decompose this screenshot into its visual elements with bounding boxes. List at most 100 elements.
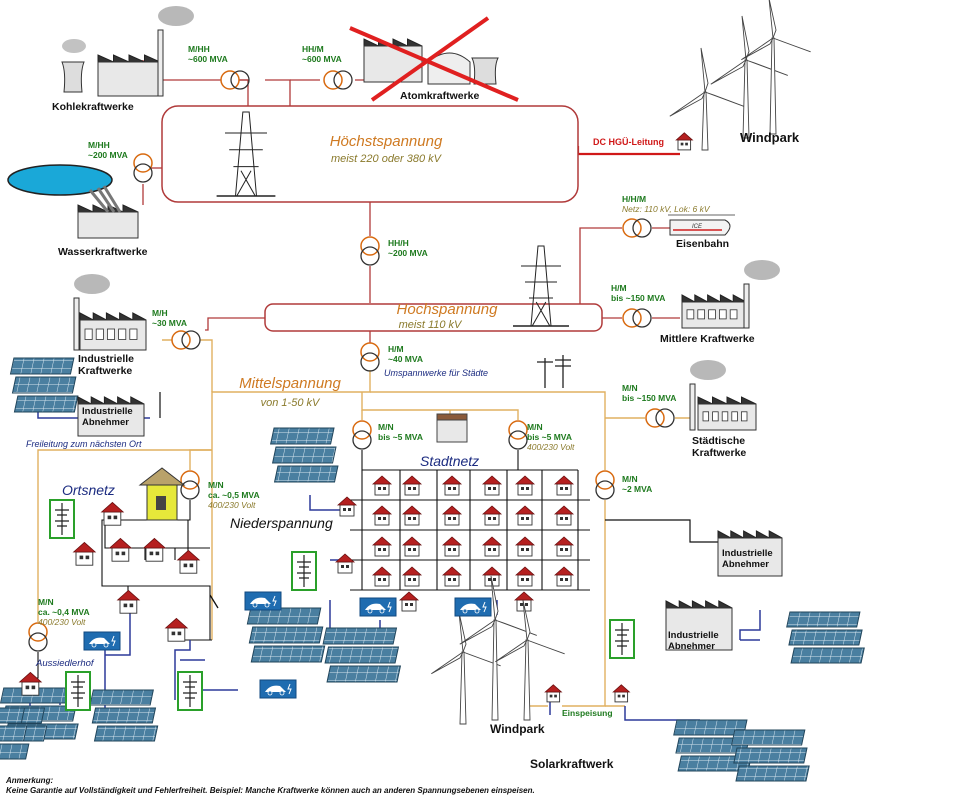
factory-icon [73, 274, 147, 351]
solar-panel-icon [788, 629, 863, 646]
t-m_n2-transformer-icon: M/N~2 MVA [595, 470, 652, 500]
solar-panel-icon [11, 376, 77, 394]
solar-panel-icon [13, 395, 79, 413]
factory-icon [363, 38, 423, 83]
hoch-sub: meist 110 kV [399, 319, 463, 331]
factory-icon [717, 530, 783, 577]
solar-panel-icon [326, 665, 402, 683]
solar-panel-icon [250, 645, 326, 663]
house-icon [371, 566, 393, 587]
cooling-tower-icon [471, 57, 499, 85]
hochspannung-box [264, 303, 603, 332]
battery-icon [49, 499, 75, 539]
t-industrie-label-0: M/H [152, 308, 168, 318]
house-icon [401, 566, 423, 587]
t-stadt1-label-1: bis ~5 MVA [378, 432, 423, 442]
footnote-title: Anmerkung: [5, 776, 53, 785]
t-atom-transformer-icon: HH/M~600 MVA [302, 44, 353, 90]
ev-charger-icon[interactable] [83, 631, 121, 651]
wind-turbine-icon [710, 15, 788, 139]
t-mittlere-label-0: H/M [611, 283, 627, 293]
house-icon [675, 132, 694, 151]
house-icon [544, 684, 563, 703]
house-icon [371, 475, 393, 496]
hoechst-title: Höchstspannung [330, 133, 443, 150]
pylon-icon [513, 245, 569, 327]
mittel-sub: von 1-50 kV [261, 397, 321, 409]
battery-icon [177, 671, 203, 711]
mittlere-label: Mittlere Kraftwerke [660, 333, 755, 345]
t-kohle-label-0: M/HH [188, 44, 210, 54]
ev-charger-icon[interactable] [454, 597, 492, 617]
t-h_m-transformer-icon: H/M~40 MVA [360, 342, 423, 372]
solar-panel-icon [0, 707, 26, 724]
t-m_n2-label-0: M/N [622, 474, 638, 484]
cooling-tower-icon [61, 61, 85, 93]
house-icon [336, 496, 358, 517]
t-kohle-label-1: ~600 MVA [188, 54, 228, 64]
freileitung-label: Freileitung zum nächsten Ort [26, 439, 142, 449]
solarkraftwerk-label: Solarkraftwerk [530, 757, 614, 771]
house-icon [441, 536, 463, 557]
factory-icon [689, 360, 757, 431]
ev-charger-icon[interactable] [244, 591, 282, 611]
wind-turbine-icon [669, 47, 747, 151]
t-atom-label-0: HH/M [302, 44, 324, 54]
factory-icon [665, 600, 733, 651]
house-icon [142, 537, 167, 562]
house-icon [514, 536, 536, 557]
ice-train-icon: ICE [668, 214, 735, 236]
t-wasser-label-0: M/HH [88, 140, 110, 150]
solar-panel-icon [246, 607, 322, 625]
t-hh_h-transformer-icon: HH/H~200 MVA [360, 236, 428, 266]
t-mittlere-label-1: bis ~150 MVA [611, 293, 665, 303]
solar-panel-icon [93, 725, 159, 742]
mittel-title: Mittelspannung [239, 375, 341, 392]
t-h_m-label-0: H/M [388, 344, 404, 354]
house-icon [334, 553, 356, 574]
t-stadt2-label-2: 400/230 Volt [527, 442, 575, 452]
t-industrie-label-1: ~30 MVA [152, 318, 187, 328]
t-bahn-label-0: H/H/M [622, 194, 646, 204]
solar-panel-icon [9, 357, 75, 375]
solar-panel-icon [0, 725, 28, 742]
house-icon [18, 671, 43, 696]
t-wasser-label-1: ~200 MVA [88, 150, 128, 160]
hoechstspannung-box [161, 105, 579, 203]
smoke-icon [62, 39, 86, 53]
wind-turbine-icon [495, 600, 565, 721]
factory-icon [681, 260, 780, 329]
umspann-label: Umspannwerke für Städte [384, 368, 488, 378]
dc-line-label: DC HGÜ-Leitung [593, 137, 664, 147]
house-icon [441, 475, 463, 496]
house-icon [176, 549, 201, 574]
house-icon [481, 475, 503, 496]
factory-icon [97, 6, 194, 97]
t-atom-label-1: ~600 MVA [302, 54, 342, 64]
house-icon [116, 589, 141, 614]
wind-turbines [431, 0, 811, 725]
batteries [49, 499, 635, 711]
t-aussiedler-label-2: 400/230 Volt [38, 617, 86, 627]
pylon-icons [216, 111, 569, 327]
t-wasser-transformer-icon: M/HH~200 MVA [88, 140, 153, 183]
t-ort-label-1: ca. ~0,5 MVA [208, 490, 260, 500]
eisenbahn-label: Eisenbahn [676, 238, 729, 250]
ice-label: ICE [692, 224, 703, 230]
house-icon [612, 684, 631, 703]
factories [61, 6, 783, 651]
footnote-text: Keine Garantie auf Vollständigkeit und F… [6, 786, 535, 795]
niederspannung-label: Niederspannung [230, 515, 333, 531]
ev-charger-icon[interactable] [359, 597, 397, 617]
house-icon [401, 475, 423, 496]
house-icon [371, 505, 393, 526]
factory-icon [77, 204, 139, 239]
ev-charger-icon[interactable] [259, 679, 297, 699]
house-icon [164, 617, 189, 642]
t-ort-label-2: 400/230 Volt [208, 500, 256, 510]
house-icon [401, 536, 423, 557]
house-icon [553, 475, 575, 496]
